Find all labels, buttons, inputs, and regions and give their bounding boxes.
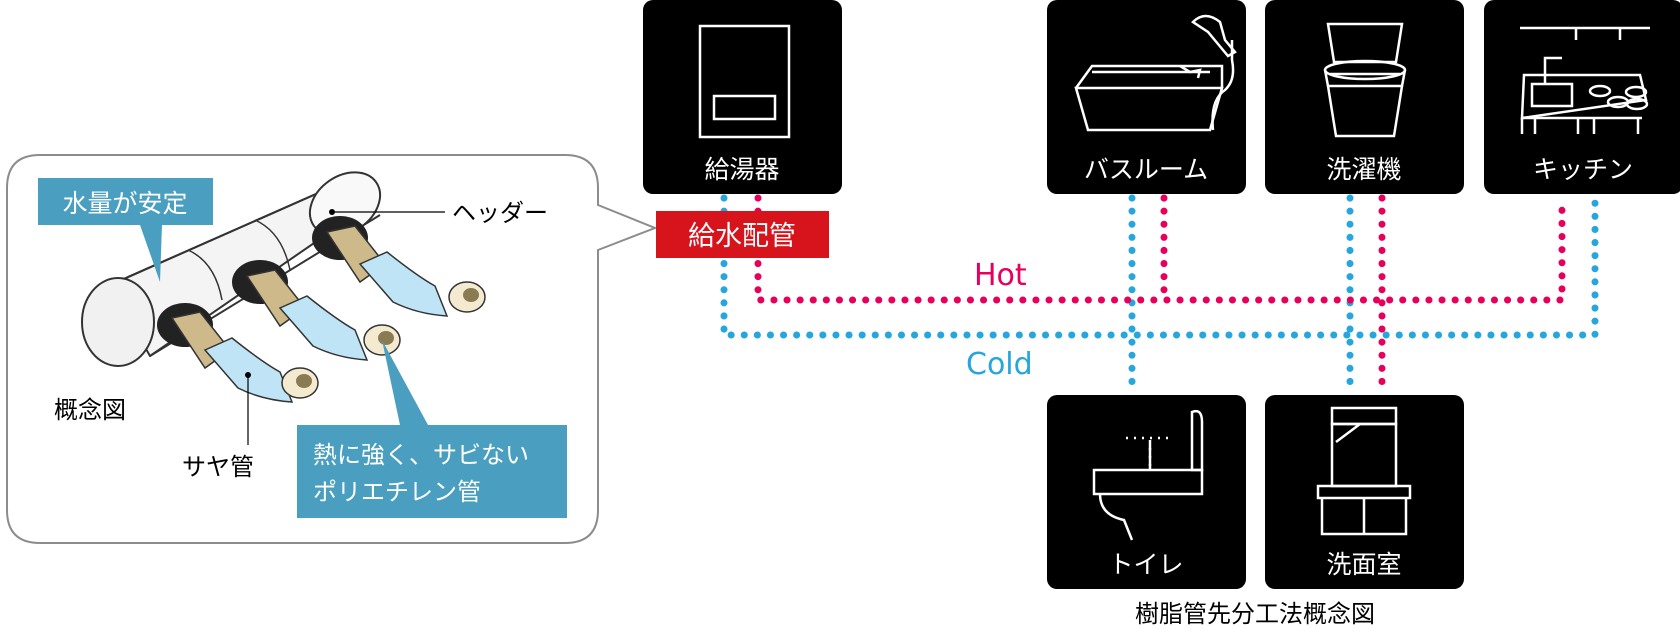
tile-water-heater: 給湯器 xyxy=(643,0,842,194)
tile-toilet: トイレ xyxy=(1047,395,1246,589)
tile-kitchen: キッチン xyxy=(1484,0,1680,194)
polyethylene-line2: ポリエチレン管 xyxy=(313,478,481,506)
stable-flow-text: 水量が安定 xyxy=(62,189,187,218)
bathroom-label: バスルーム xyxy=(1084,155,1208,184)
kitchen-label: キッチン xyxy=(1533,155,1633,184)
vanity-icon xyxy=(1316,406,1412,536)
toilet-label: トイレ xyxy=(1108,550,1183,579)
water-heater-icon xyxy=(698,24,791,139)
polyethylene-line1: 熱に強く、サビない xyxy=(313,441,529,469)
sheath-pipe-label: サヤ管 xyxy=(182,453,254,481)
water-supply-text: 給水配管 xyxy=(688,221,796,252)
washer-label: 洗濯機 xyxy=(1326,155,1401,184)
polyethylene-pipe-label: 熱に強く、サビない ポリエチレン管 xyxy=(297,340,567,518)
bathtub-icon xyxy=(1074,14,1237,132)
water-supply-badge: 給水配管 xyxy=(656,211,829,258)
kitchen-icon xyxy=(1520,26,1650,134)
stable-flow-label: 水量が安定 xyxy=(38,178,213,282)
toilet-icon xyxy=(1092,409,1204,541)
header-label: ヘッダー xyxy=(452,199,548,227)
tile-bathroom: バスルーム xyxy=(1047,0,1246,194)
header-manifold-illustration xyxy=(81,171,486,445)
cold-label: Cold xyxy=(966,347,1033,382)
diagram-caption: 樹脂管先分工法概念図 xyxy=(1135,600,1375,628)
water-heater-label: 給湯器 xyxy=(704,155,779,184)
cold-pipes xyxy=(720,194,1599,394)
concept-label: 概念図 xyxy=(54,396,126,424)
tile-washroom: 洗面室 xyxy=(1265,395,1464,589)
hot-label: Hot xyxy=(974,258,1027,293)
washroom-label: 洗面室 xyxy=(1326,550,1401,579)
tile-washer: 洗濯機 xyxy=(1265,0,1464,194)
hot-pipes xyxy=(754,194,1566,394)
washing-machine-icon xyxy=(1323,22,1407,138)
